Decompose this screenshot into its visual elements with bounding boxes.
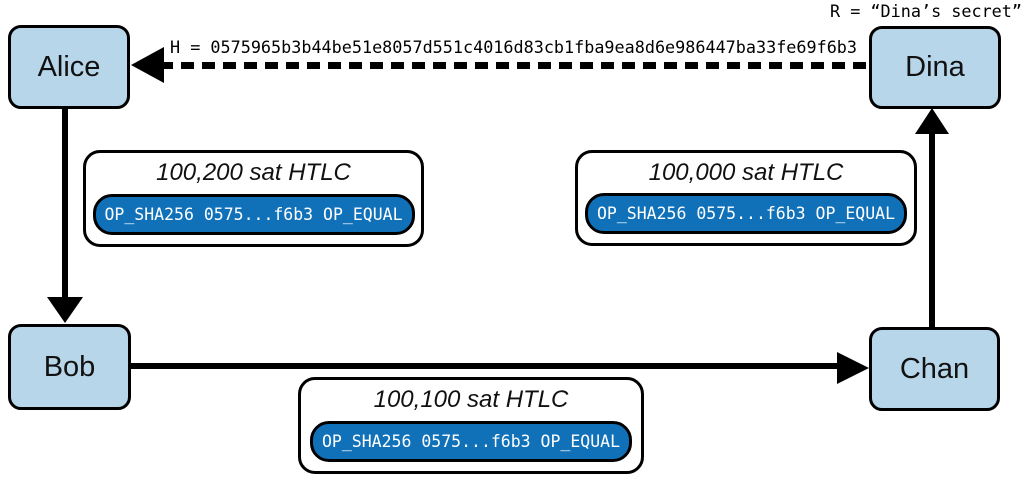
node-bob: Bob bbox=[8, 324, 131, 410]
htlc-amount-title: 100,200 sat HTLC bbox=[156, 159, 351, 186]
node-dina: Dina bbox=[869, 26, 1001, 109]
htlc-script-text: OP_SHA256 0575...f6b3 OP_EQUAL bbox=[597, 204, 896, 223]
node-chan-label: Chan bbox=[899, 352, 970, 385]
node-chan: Chan bbox=[869, 327, 1000, 411]
arrowhead-left-icon bbox=[131, 47, 164, 83]
node-alice: Alice bbox=[8, 25, 130, 109]
hash-annotation: H = 0575965b3b44be51e8057d551c4016d83cb1… bbox=[170, 37, 858, 57]
htlc-script-pill: OP_SHA256 0575...f6b3 OP_EQUAL bbox=[585, 193, 908, 234]
arrow-bob-to-chan bbox=[129, 363, 839, 369]
arrow-alice-to-bob bbox=[62, 106, 68, 299]
arrowhead-up-icon bbox=[915, 108, 949, 134]
htlc-box-chan-dina: 100,000 sat HTLC OP_SHA256 0575...f6b3 O… bbox=[575, 150, 917, 246]
htlc-box-alice-bob: 100,200 sat HTLC OP_SHA256 0575...f6b3 O… bbox=[83, 150, 424, 247]
arrowhead-down-icon bbox=[47, 297, 83, 323]
node-bob-label: Bob bbox=[43, 350, 96, 383]
preimage-annotation: R = “Dina’s secret” bbox=[830, 1, 1022, 21]
htlc-script-pill: OP_SHA256 0575...f6b3 OP_EQUAL bbox=[310, 421, 633, 462]
htlc-amount-title: 100,000 sat HTLC bbox=[648, 159, 844, 186]
node-alice-label: Alice bbox=[37, 50, 101, 83]
arrowhead-right-icon bbox=[837, 352, 869, 384]
dashed-arrow-dina-to-alice bbox=[160, 62, 872, 69]
arrow-chan-to-dina bbox=[929, 130, 935, 329]
htlc-box-bob-chan: 100,100 sat HTLC OP_SHA256 0575...f6b3 O… bbox=[298, 377, 644, 474]
htlc-amount-title: 100,100 sat HTLC bbox=[373, 386, 569, 413]
node-dina-label: Dina bbox=[905, 51, 965, 83]
htlc-script-pill: OP_SHA256 0575...f6b3 OP_EQUAL bbox=[92, 194, 415, 235]
htlc-script-text: OP_SHA256 0575...f6b3 OP_EQUAL bbox=[104, 205, 403, 224]
htlc-script-text: OP_SHA256 0575...f6b3 OP_EQUAL bbox=[322, 432, 621, 451]
